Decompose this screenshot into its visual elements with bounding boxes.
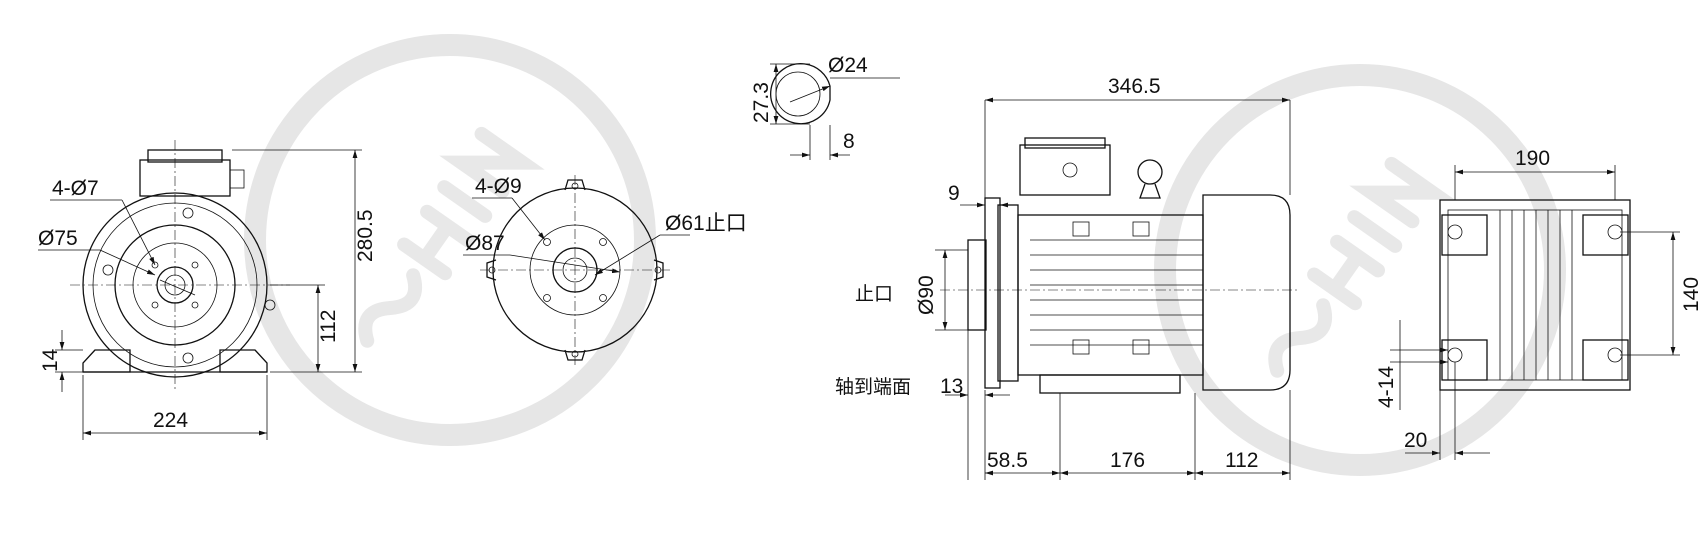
bottom-width-label: 190 — [1515, 147, 1550, 170]
dim-b-label: 176 — [1110, 449, 1145, 472]
front-pcd-label: Ø75 — [38, 227, 78, 250]
flange-spigot-label: Ø61止口 — [665, 212, 747, 235]
dim-c-label: 112 — [1225, 449, 1258, 472]
bottom-view — [1390, 165, 1680, 460]
watermark-logo-right — [1154, 64, 1566, 476]
watermark-logo-left — [244, 34, 656, 446]
shaft-section — [770, 63, 900, 160]
flange-holes-label: 4-Ø9 — [475, 175, 522, 198]
shaft-diameter-label: Ø24 — [828, 54, 868, 77]
spigot-diameter-label: Ø90 — [915, 275, 938, 315]
front-foot-label: 14 — [39, 348, 62, 372]
side-length-label: 346.5 — [1108, 75, 1161, 98]
key-width-label: 8 — [843, 130, 855, 153]
spigot-text: 止口 — [855, 283, 893, 305]
front-height-label: 280.5 — [354, 209, 377, 262]
front-width-label: 224 — [153, 409, 188, 432]
dim-a-label: 58.5 — [987, 449, 1028, 472]
flange-view — [463, 175, 690, 365]
front-view — [38, 140, 362, 440]
bottom-edge-label: 20 — [1404, 429, 1427, 452]
side-view — [935, 97, 1300, 480]
key-height-label: 27.3 — [750, 82, 773, 123]
front-center-height-label: 112 — [317, 310, 340, 343]
shaft-end-label: 13 — [940, 375, 963, 398]
shaft-end-text: 轴到端面 — [835, 376, 911, 398]
front-holes-label: 4-Ø7 — [52, 177, 99, 200]
flange-pcd-label: Ø87 — [465, 232, 505, 255]
bottom-holes-label: 4-14 — [1375, 366, 1398, 408]
bottom-depth-label: 140 — [1680, 277, 1703, 312]
flange-thickness-label: 9 — [948, 182, 960, 205]
